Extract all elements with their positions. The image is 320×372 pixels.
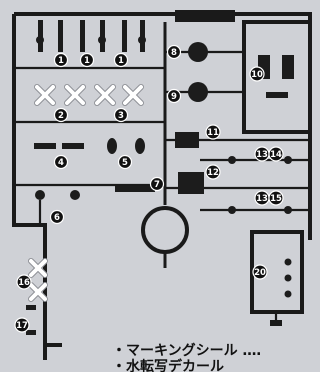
badge-14: 14 xyxy=(268,146,284,162)
badge-6: 6 xyxy=(49,209,65,225)
badge-11-label: 11 xyxy=(207,128,219,138)
badge-1c-label: 1 xyxy=(118,56,124,66)
badge-15-label: 15 xyxy=(270,194,282,204)
badge-1c: 1 xyxy=(113,52,129,68)
badge-1a: 1 xyxy=(53,52,69,68)
sprue-ring xyxy=(141,206,189,254)
badge-9-label: 9 xyxy=(171,92,177,102)
badge-17-label: 17 xyxy=(16,321,28,331)
badge-15: 15 xyxy=(268,190,284,206)
part-8-9-group xyxy=(188,42,208,102)
part-4-5-group xyxy=(34,138,145,154)
x-mark-row xyxy=(28,84,144,302)
badge-3-label: 3 xyxy=(118,111,124,121)
badge-13b: 13 xyxy=(254,190,270,206)
part-12-block xyxy=(178,172,204,194)
part-7-bar xyxy=(115,186,155,192)
badge-12-label: 12 xyxy=(207,168,219,178)
legend-marking-seal: ・マーキングシール ‥‥ xyxy=(112,342,261,359)
runner-tab xyxy=(270,320,282,326)
part-1-group xyxy=(36,20,146,52)
badge-1b: 1 xyxy=(79,52,95,68)
badge-17: 17 xyxy=(14,317,30,333)
part-13-15-dots xyxy=(228,156,292,214)
badge-5: 5 xyxy=(117,154,133,170)
badge-13a-label: 13 xyxy=(256,150,268,160)
badge-4: 4 xyxy=(53,154,69,170)
badge-20-label: 20 xyxy=(254,268,266,278)
badge-11: 11 xyxy=(205,124,221,140)
badge-13b-label: 13 xyxy=(256,194,268,204)
part-20-dots xyxy=(284,258,292,298)
badge-10-label: 10 xyxy=(251,70,263,80)
badge-7: 7 xyxy=(149,176,165,192)
badge-9: 9 xyxy=(166,88,182,104)
badge-16-label: 16 xyxy=(18,278,30,288)
part-16-17-group xyxy=(26,305,36,335)
badge-8-label: 8 xyxy=(171,48,177,58)
badge-4-label: 4 xyxy=(58,158,64,168)
part-11-block xyxy=(175,132,199,148)
part-6-group xyxy=(35,190,80,225)
badge-5-label: 5 xyxy=(122,158,128,168)
badge-12: 12 xyxy=(205,164,221,180)
badge-10: 10 xyxy=(249,66,265,82)
right-sub-frame xyxy=(242,20,312,134)
badge-3: 3 xyxy=(113,107,129,123)
badge-1a-label: 1 xyxy=(58,56,64,66)
legend-water-decal: ・水転写デカール xyxy=(112,358,224,372)
badge-16: 16 xyxy=(16,274,32,290)
badge-8: 8 xyxy=(166,44,182,60)
badge-2: 2 xyxy=(53,107,69,123)
badge-1b-label: 1 xyxy=(84,56,90,66)
badge-20: 20 xyxy=(252,264,268,280)
badge-6-label: 6 xyxy=(54,213,60,223)
badge-13a: 13 xyxy=(254,146,270,162)
legend: ・マーキングシール ‥‥ ・水転写デカール xyxy=(112,342,261,372)
badge-14-label: 14 xyxy=(270,150,282,160)
badge-7-label: 7 xyxy=(154,180,160,190)
badge-2-label: 2 xyxy=(58,111,64,121)
runner-gate-top xyxy=(175,10,235,22)
